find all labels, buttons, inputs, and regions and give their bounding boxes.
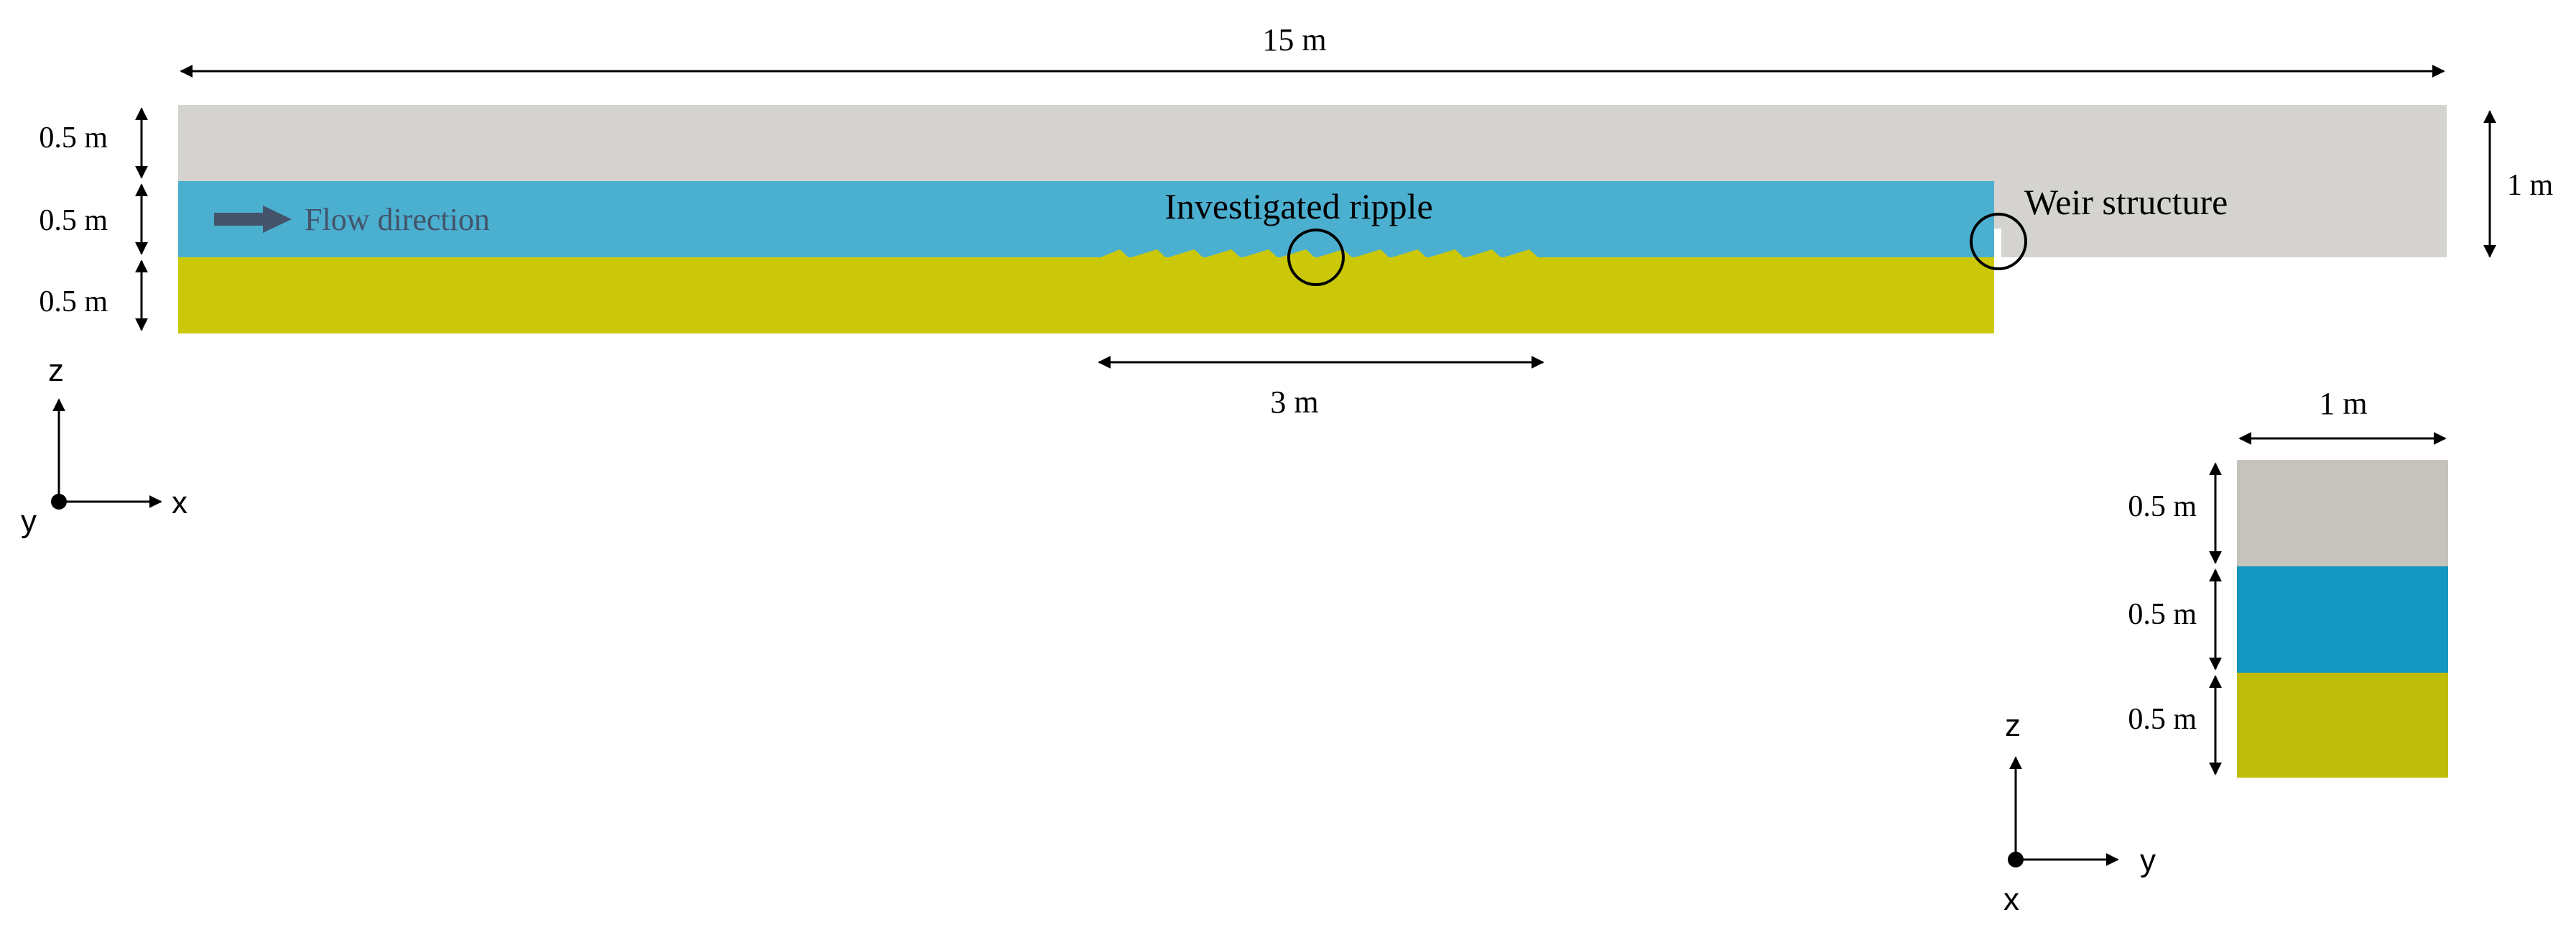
flow-direction-label: Flow direction xyxy=(305,202,490,237)
cross-water-height-label: 0.5 m xyxy=(2128,598,2197,631)
cross-axis-y-label: y xyxy=(2140,843,2156,878)
cross-air-layer xyxy=(2237,460,2448,566)
air-height-label: 0.5 m xyxy=(39,121,108,155)
sediment-layer xyxy=(178,257,1994,333)
weir-edge xyxy=(1994,229,2001,257)
side-view-axes xyxy=(51,398,162,510)
weir-structure-label: Weir structure xyxy=(2024,182,2228,222)
weir-structure-marker xyxy=(1970,213,2027,270)
total-length-label: 15 m xyxy=(1262,22,1326,57)
side-axis-z-label: z xyxy=(48,353,64,388)
weir-height-label: 1 m xyxy=(2507,169,2554,202)
ripple-field xyxy=(1092,249,1539,261)
investigated-ripple-marker xyxy=(1287,229,1345,286)
cross-sediment-height-label: 0.5 m xyxy=(2128,703,2197,736)
weir-region xyxy=(1994,181,2447,257)
sediment-height-label: 0.5 m xyxy=(39,285,108,318)
cross-view-axes xyxy=(2008,756,2119,867)
cross-water-layer xyxy=(2237,566,2448,673)
water-height-label: 0.5 m xyxy=(39,204,108,237)
air-layer xyxy=(178,105,2447,181)
water-layer xyxy=(178,181,1994,257)
cross-width-label: 1 m xyxy=(2319,386,2367,421)
side-axis-x-label: x xyxy=(172,485,187,520)
cross-axis-z-label: z xyxy=(2005,708,2021,743)
cross-air-height-label: 0.5 m xyxy=(2128,490,2197,523)
ripple-field-length-label: 3 m xyxy=(1270,385,1318,420)
side-axis-y-label: y xyxy=(21,504,37,539)
cross-sediment-layer xyxy=(2237,673,2448,778)
flow-direction-arrow xyxy=(214,206,292,233)
investigated-ripple-label: Investigated ripple xyxy=(1164,186,1433,226)
cross-axis-x-label: x xyxy=(2003,882,2019,917)
